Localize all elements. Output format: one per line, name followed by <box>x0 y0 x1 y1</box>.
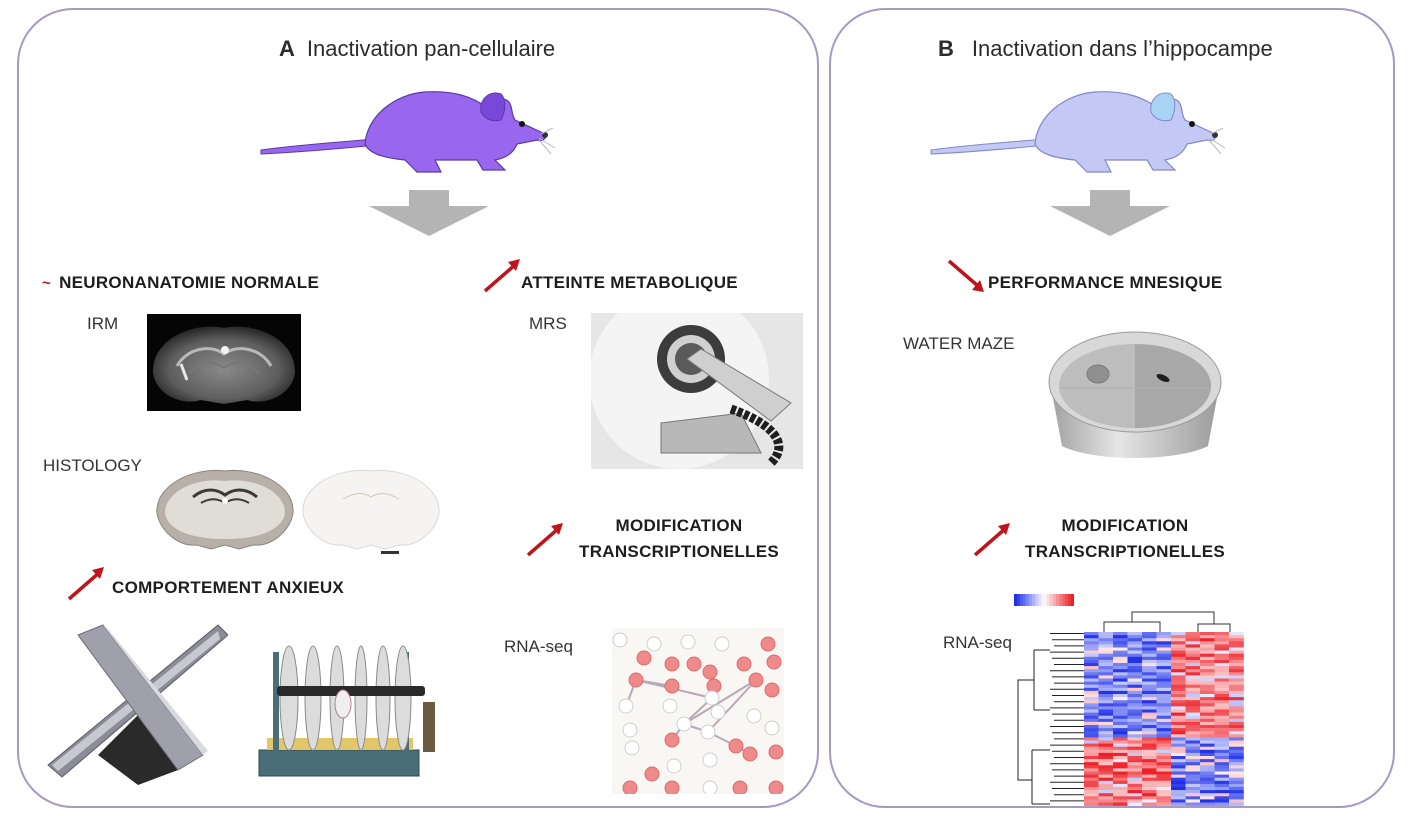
histology-section-stained <box>156 469 294 550</box>
network-node <box>618 698 634 714</box>
elevated-plus-maze-image <box>47 624 228 785</box>
network-node <box>664 780 680 794</box>
water-maze-image <box>1048 331 1222 458</box>
mri-brain-image <box>147 314 301 411</box>
network-node <box>666 758 682 774</box>
mouse-illustration-a <box>260 91 555 173</box>
mouse-nose <box>542 132 548 138</box>
flow-arrow-down-a <box>369 190 489 236</box>
mouse-illustration-b <box>930 91 1225 173</box>
histology-section-unstained <box>302 469 440 550</box>
network-node <box>742 746 758 762</box>
flow-arrow-down-b <box>1050 190 1170 236</box>
network-node <box>714 636 730 652</box>
network-node <box>768 744 784 760</box>
histology-sections-image <box>156 469 440 554</box>
mouse-ear <box>480 92 506 122</box>
network-node <box>702 752 718 768</box>
network-node <box>748 672 764 688</box>
network-node <box>664 678 680 694</box>
network-node <box>624 740 640 756</box>
arrow-up-increase-icon <box>483 259 520 293</box>
arrow-up-increase-icon <box>67 567 104 601</box>
network-edge <box>683 679 757 725</box>
irm-label: IRM <box>87 314 119 333</box>
panel-a-letter: A <box>279 36 295 61</box>
arrow-up-increase-icon <box>526 523 563 557</box>
arrow-up-increase-icon <box>973 523 1010 557</box>
mrs-label: MRS <box>529 314 567 333</box>
panel-b-title-text: Inactivation dans l’hippocampe <box>971 36 1273 61</box>
heatmap-cells <box>1084 632 1244 806</box>
finding-memory-performance: PERFORMANCE MNESIQUE <box>988 273 1223 292</box>
network-node <box>686 656 702 672</box>
finding-transcriptional-b: MODIFICATION TRANSCRIPTIONELLES <box>1012 513 1238 565</box>
network-node <box>680 634 696 650</box>
mouse-body <box>364 91 547 173</box>
network-node <box>710 704 726 720</box>
network-node <box>644 766 660 782</box>
finding-transcriptional-a-line1: MODIFICATION <box>615 516 743 535</box>
heatmap-color-key <box>1014 594 1074 606</box>
network-node <box>702 664 718 680</box>
network-node <box>736 656 752 672</box>
network-node <box>662 698 678 714</box>
network-node <box>760 636 776 652</box>
network-node <box>622 780 638 794</box>
finding-transcriptional-b-line1: MODIFICATION <box>1061 516 1189 535</box>
network-node <box>702 780 718 794</box>
network-node <box>768 780 784 794</box>
finding-metabolic: ATTEINTE METABOLIQUE <box>521 273 738 292</box>
mouse-eye <box>519 121 525 127</box>
rnaseq-label-a: RNA-seq <box>504 637 573 656</box>
histology-label: HISTOLOGY <box>43 456 142 475</box>
panel-a-title-text: Inactivation pan-cellulaire <box>306 36 556 61</box>
finding-neuroanatomy-label: NEURONANATOMIE NORMALE <box>59 273 320 292</box>
finding-anxious-behavior: COMPORTEMENT ANXIEUX <box>112 578 345 597</box>
rotarod-apparatus-image <box>258 645 435 777</box>
network-node <box>646 636 662 652</box>
network-node <box>664 732 680 748</box>
network-node <box>664 656 680 672</box>
finding-transcriptional-a: MODIFICATION TRANSCRIPTIONELLES <box>566 513 792 565</box>
mrs-scanner-image <box>591 313 803 469</box>
network-node <box>728 738 744 754</box>
rnaseq-label-b: RNA-seq <box>943 633 1012 652</box>
network-node <box>612 632 628 648</box>
network-node <box>636 650 652 666</box>
panel-b-letter: B <box>938 36 954 61</box>
panel-b-title: B Inactivation dans l’hippocampe <box>938 36 1273 62</box>
finding-transcriptional-b-line2: TRANSCRIPTIONELLES <box>1025 542 1225 561</box>
network-node <box>628 672 644 688</box>
gene-network-image <box>612 628 784 794</box>
network-node <box>622 722 638 738</box>
finding-transcriptional-a-line2: TRANSCRIPTIONELLES <box>579 542 779 561</box>
water-maze-label: WATER MAZE <box>903 334 1015 353</box>
finding-neuroanatomy: ~ NEURONANATOMIE NORMALE <box>42 273 319 293</box>
network-edge <box>707 679 757 733</box>
arrow-down-decrease-icon <box>947 259 984 292</box>
rnaseq-heatmap-image <box>1014 594 1244 806</box>
network-node <box>704 690 720 706</box>
network-node <box>766 654 782 670</box>
network-node <box>732 780 748 794</box>
network-node <box>764 720 780 736</box>
column-dendrogram <box>1103 611 1231 632</box>
scale-bar <box>381 551 399 554</box>
tilde-unchanged-icon: ~ <box>42 275 52 292</box>
network-node <box>764 682 780 698</box>
network-node <box>700 724 716 740</box>
network-node <box>676 716 692 732</box>
row-dendrogram <box>1017 633 1084 805</box>
panel-a-title: A Inactivation pan-cellulaire <box>279 36 555 62</box>
network-node <box>746 708 762 724</box>
